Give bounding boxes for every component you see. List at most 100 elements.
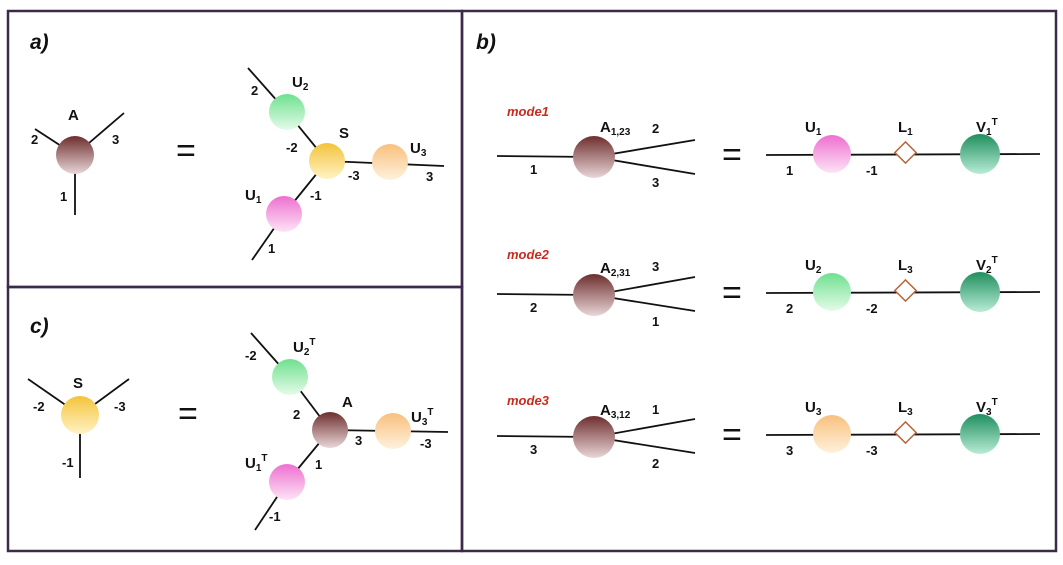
u2-node [269, 94, 305, 130]
panel-c: c) S -2 -3 -1 = U2T -2 A 2 3 [27, 315, 449, 531]
equals-sign: = [178, 395, 198, 433]
u2-label: U2 [292, 74, 309, 93]
tensor-s-label: S [73, 375, 83, 392]
u3-label: U3 [805, 399, 822, 418]
leg-label: 2 [530, 300, 537, 315]
leg-label: -2 [866, 301, 878, 316]
mode2-row: mode2 A2,31 2 3 1 = U2 L3 V2T 2 -2 [496, 247, 1041, 329]
singular-value-diamond [893, 420, 918, 445]
mode-label: mode2 [507, 247, 550, 262]
panel-a-rhs: U2 2 S -2 -3 -1 U3 3 U1 1 [245, 67, 445, 261]
u1-label: U1 [805, 119, 822, 138]
u1t-label: U1T [245, 453, 268, 474]
panel-b-frame [460, 9, 1058, 553]
panel-b: b) mode1 A1,23 1 2 3 = U1 L1 V1T 1 -1 mo… [476, 31, 1041, 471]
panel-c-rhs: U2T -2 A 2 3 1 U3T -3 U1T -1 [245, 332, 449, 531]
v1t-node [960, 134, 1000, 174]
panel-a: a) A 2 3 1 = U2 2 S -2 [30, 31, 445, 261]
leg-label: 3 [652, 175, 659, 190]
leg-label: 1 [786, 163, 793, 178]
unfolded-a-node [573, 274, 615, 316]
mode3-row: mode3 A3,12 3 1 2 = U3 L3 V3T 3 -3 [496, 393, 1041, 471]
panel-c-label: c) [30, 315, 49, 338]
panel-a-label: a) [30, 31, 49, 54]
leg-label: -1 [269, 509, 281, 524]
leg-label: -2 [286, 140, 298, 155]
u3-node [372, 144, 408, 180]
u3t-node [375, 413, 411, 449]
v2t-label: V2T [976, 255, 998, 276]
leg-label: -1 [310, 188, 322, 203]
unfolded-a-label: A3,12 [600, 402, 631, 421]
unfolded-a-node [573, 136, 615, 178]
tensor-a-node [56, 136, 94, 174]
panel-c-lhs: S -2 -3 -1 [27, 375, 130, 478]
u1-node [266, 196, 302, 232]
tensor-a-label: A [68, 107, 79, 124]
leg-label: 3 [530, 442, 537, 457]
u2-node [813, 273, 851, 311]
u1t-node [269, 464, 305, 500]
u2t-node [272, 359, 308, 395]
panel-a-lhs: A 2 3 1 [31, 107, 125, 215]
u3t-label: U3T [411, 407, 434, 428]
v2t-node [960, 272, 1000, 312]
panel-b-label: b) [476, 31, 496, 54]
leg-label: 3 [426, 169, 433, 184]
v3t-node [960, 414, 1000, 454]
tensor-s-node [61, 396, 99, 434]
leg-label: -2 [245, 348, 257, 363]
leg-label: 2 [31, 132, 38, 147]
u3-node [813, 415, 851, 453]
leg-label: 3 [652, 259, 659, 274]
l1-label: L1 [898, 119, 913, 138]
a-core-node [312, 412, 348, 448]
leg-label: -1 [62, 455, 74, 470]
mode1-row: mode1 A1,23 1 2 3 = U1 L1 V1T 1 -1 [496, 104, 1041, 190]
leg-label: -1 [866, 163, 878, 178]
leg-label: -3 [866, 443, 878, 458]
leg-label: 3 [112, 132, 119, 147]
leg-label: 3 [786, 443, 793, 458]
u1-node [813, 135, 851, 173]
singular-value-diamond [893, 278, 918, 303]
leg-label: 1 [652, 402, 659, 417]
leg-label: 1 [268, 241, 275, 256]
unfolded-a-node [573, 416, 615, 458]
leg-label: -3 [420, 436, 432, 451]
unfolded-a-label: A1,23 [600, 119, 631, 138]
leg-label: 2 [652, 456, 659, 471]
unfolded-a-label: A2,31 [600, 260, 631, 279]
leg-label: 2 [652, 121, 659, 136]
mode-label: mode1 [507, 104, 549, 119]
u2-label: U2 [805, 257, 822, 276]
equals-sign: = [722, 416, 742, 454]
mode-label: mode3 [507, 393, 550, 408]
leg-label: 1 [315, 457, 322, 472]
a-label: A [342, 394, 353, 411]
v1t-label: V1T [976, 117, 998, 138]
leg-label: -3 [348, 168, 360, 183]
leg-label: 1 [60, 189, 67, 204]
s-core-node [309, 143, 345, 179]
u2t-label: U2T [293, 337, 316, 358]
singular-value-diamond [893, 140, 918, 165]
l3-label: L3 [898, 399, 913, 418]
leg-label: 1 [652, 314, 659, 329]
leg-label: 2 [786, 301, 793, 316]
s-label: S [339, 125, 349, 142]
leg-label: 2 [293, 407, 300, 422]
v3t-label: V3T [976, 397, 998, 418]
u3-label: U3 [410, 140, 427, 159]
u1-label: U1 [245, 187, 262, 206]
leg-label: 3 [355, 433, 362, 448]
leg-label: -3 [114, 399, 126, 414]
equals-sign: = [176, 132, 196, 170]
equals-sign: = [722, 136, 742, 174]
leg-label: 1 [530, 162, 537, 177]
leg-label: -2 [33, 399, 45, 414]
l3-label: L3 [898, 257, 913, 276]
leg-label: 2 [251, 83, 258, 98]
equals-sign: = [722, 274, 742, 312]
